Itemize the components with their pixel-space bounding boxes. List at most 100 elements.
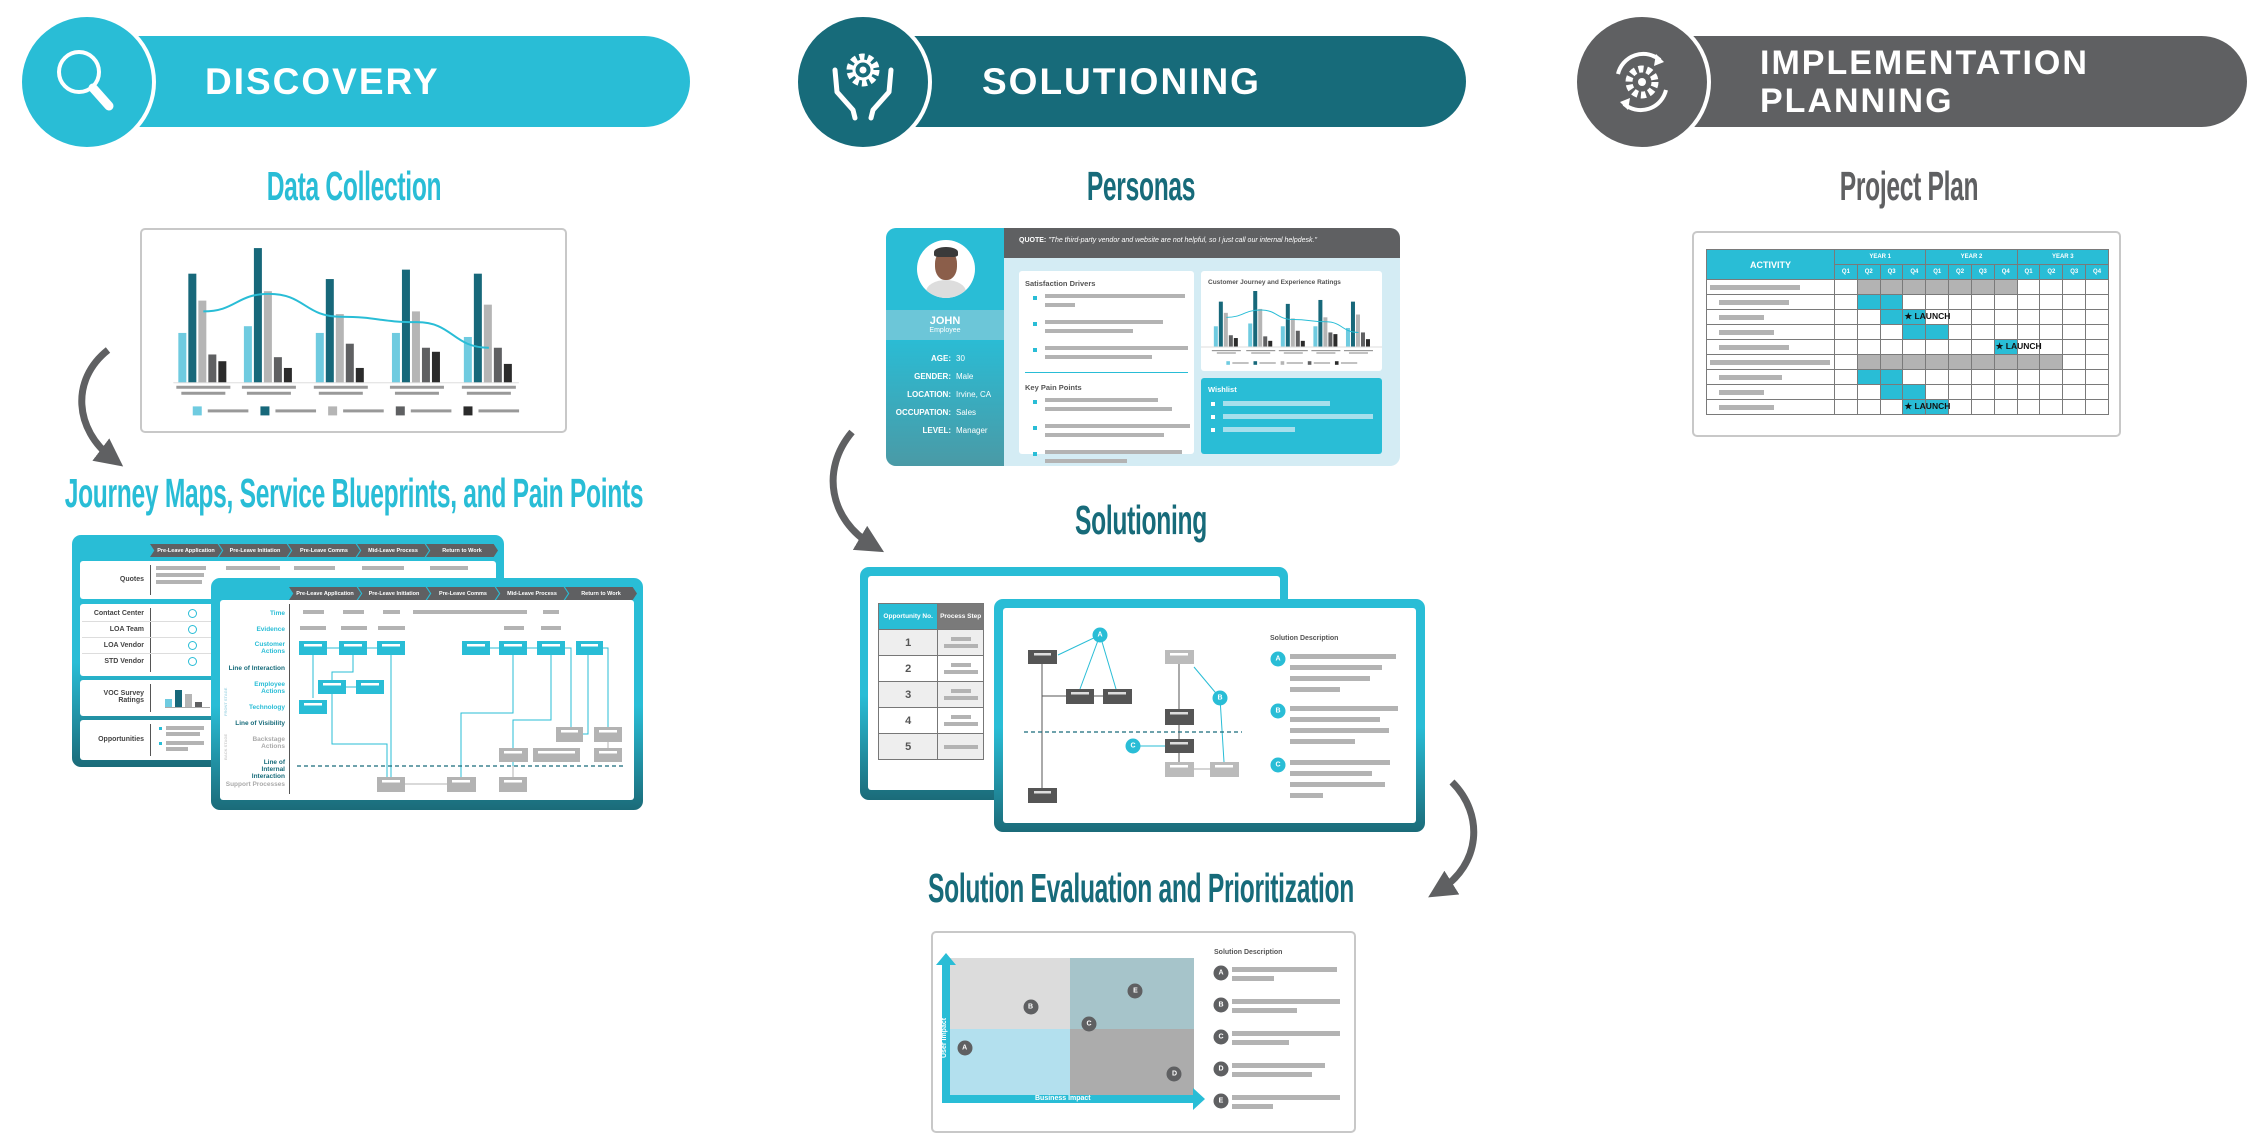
solution-marker-b: B (1212, 690, 1228, 706)
phase-solutioning-banner: SOLUTIONING (900, 36, 1466, 127)
blueprint-row-label: Backstage Actions (252, 736, 285, 750)
activity-row (1706, 354, 2109, 370)
activity-row: ★ LAUNCH (1706, 399, 2109, 415)
timeline-cell (1970, 279, 1995, 295)
timeline-cell (1993, 324, 2018, 340)
wishlist-card: Wishlist (1201, 378, 1382, 454)
diagram-shape (1165, 709, 1194, 725)
cycle-gear-icon (1573, 13, 1711, 151)
field-value: Male (956, 372, 974, 381)
diagram-shape (583, 655, 589, 735)
y-axis-arrow (936, 953, 1205, 1110)
bar (178, 332, 187, 383)
evaluation-description-heading: Solution Description (1214, 949, 1283, 956)
hands-gear-icon (794, 13, 932, 151)
field-value: Manager (956, 426, 988, 435)
timeline-cell (1879, 279, 1904, 295)
timeline-cell (1856, 324, 1881, 340)
timeline-cell (1948, 384, 1972, 400)
satisfaction-drivers-heading: Satisfaction Drivers (1025, 279, 1096, 288)
trend-line (203, 292, 489, 349)
timeline-cell (2016, 369, 2041, 385)
diagram-shape (499, 777, 527, 792)
timeline-cell (1879, 324, 1904, 340)
field-label: AGE: (931, 354, 951, 363)
timeline-cell (1879, 354, 1904, 370)
timeline-cell (1902, 339, 1927, 355)
diagram-shape (1108, 692, 1126, 695)
diagram-shape (859, 66, 867, 74)
stage-chevron: Return to Work (426, 544, 498, 557)
category-label-line (394, 391, 439, 395)
solution-marker-a: A (1092, 627, 1108, 643)
category-label-line (1251, 352, 1271, 354)
quarter-header: Q2 (1856, 264, 1881, 280)
category-label-line (1348, 352, 1368, 354)
timeline-cell (1970, 339, 1995, 355)
timeline-cell (1925, 324, 1950, 340)
ratings-bar-chart (1201, 291, 1382, 365)
table-row: 5 (877, 733, 984, 760)
solution-marker-c: C (1125, 738, 1141, 754)
phase-label-line2: PLANNING (1760, 81, 1954, 120)
category-label-line (389, 385, 444, 389)
timeline-cell (2085, 399, 2109, 415)
bar (473, 273, 482, 383)
quarter-header: Q4 (1902, 264, 1927, 280)
diagram-shape (504, 751, 522, 754)
timeline-cell (1879, 384, 1904, 400)
diagram-shape (377, 777, 405, 792)
diagram-shape (852, 59, 874, 81)
timeline-cell (1856, 384, 1881, 400)
diagram-shape (304, 703, 322, 706)
bar (1295, 330, 1300, 347)
legend-label-line (478, 409, 520, 413)
timeline-cell (2062, 384, 2087, 400)
legend-swatch (1334, 361, 1339, 365)
timeline-cell (2016, 354, 2041, 370)
timeline-cell (2062, 354, 2087, 370)
curved-arrow-icon (78, 347, 124, 467)
solution-description-heading: Solution Description (1270, 635, 1339, 642)
timeline-cell (2039, 384, 2064, 400)
bar (1253, 291, 1258, 347)
timeline-cell (1993, 309, 2018, 325)
persona-field: OCCUPATION: Sales (886, 408, 1004, 417)
category-label-line (461, 385, 516, 389)
legend-swatch (1253, 361, 1258, 365)
diagram-shape (1034, 653, 1051, 656)
quote-bar: QUOTE: "The third-party vendor and websi… (1004, 228, 1400, 258)
legend-label-line (1232, 362, 1249, 364)
bar (335, 314, 344, 383)
bar (315, 332, 324, 383)
diagram-shape (304, 644, 322, 647)
blueprint-row-label: Evidence (256, 626, 285, 633)
diagram-shape (377, 641, 405, 655)
timeline-cell (1834, 354, 1858, 370)
opportunity-number: 1 (877, 629, 939, 656)
launch-label: LAUNCH (2005, 341, 2042, 351)
diagram-shape (1170, 765, 1188, 768)
field-value: Sales (956, 408, 977, 417)
bar (1218, 301, 1223, 347)
timeline-cell (2085, 279, 2109, 295)
data-collection-title: Data Collection (266, 163, 442, 209)
diagram-shape (533, 748, 580, 762)
field-label: OCCUPATION: (895, 408, 951, 417)
timeline-cell (2062, 294, 2087, 310)
bar (1345, 327, 1350, 347)
description-marker: E (1213, 1093, 1229, 1109)
bar (283, 367, 292, 383)
star-icon: ★ (1995, 341, 2006, 351)
curved-arrow-icon (829, 429, 885, 553)
launch-cell: ★ LAUNCH (1902, 309, 1950, 325)
launch-milestone: ★ LAUNCH (1996, 341, 2042, 352)
bar (1350, 301, 1355, 347)
diagram-shape (504, 780, 522, 783)
persona-role: Employee (929, 327, 961, 334)
diagram-shape (462, 641, 490, 655)
timeline-cell (1970, 399, 1995, 415)
stage-chevron: Mid-Leave Process (496, 587, 568, 600)
activity-row (1706, 369, 2109, 385)
category-label-line (313, 385, 368, 389)
